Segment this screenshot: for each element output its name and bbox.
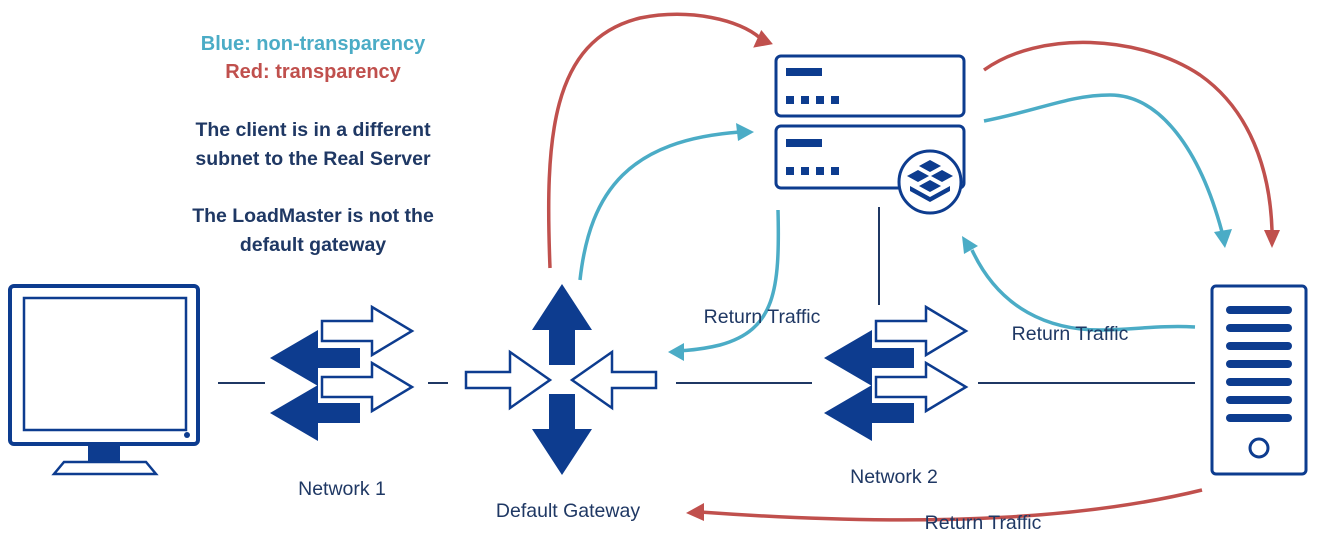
red-flow-arrows	[546, 12, 1274, 522]
note-client-line2: subnet to the Real Server	[195, 148, 431, 170]
network1-switch-icon	[270, 304, 415, 441]
legend-blue: Blue: non-transparency	[201, 33, 426, 55]
return-traffic-label-3: Return Traffic	[925, 512, 1042, 534]
return-traffic-label-1: Return Traffic	[704, 306, 821, 328]
blue-arrowheads	[668, 123, 1232, 361]
network2-label: Network 2	[850, 466, 938, 488]
note-lm-line1: The LoadMaster is not the	[192, 205, 434, 227]
network1-label: Network 1	[298, 478, 386, 500]
connection-lines	[218, 207, 1195, 384]
note-client-line1: The client is in a different	[195, 119, 431, 141]
blue-flow-arrows	[578, 93, 1224, 353]
loadmaster-server-icon	[774, 54, 966, 215]
gateway-label: Default Gateway	[496, 500, 640, 522]
legend-red: Red: transparency	[225, 61, 401, 83]
real-server-tower-icon	[1210, 284, 1308, 476]
client-monitor-icon	[8, 284, 200, 476]
red-arrowheads	[686, 29, 1280, 521]
network2-switch-icon	[824, 304, 969, 441]
note-lm-line2: default gateway	[240, 234, 386, 256]
loadmaster-logo-icon	[907, 160, 953, 202]
return-traffic-label-2: Return Traffic	[1012, 323, 1129, 345]
gateway-router-icon	[464, 284, 658, 475]
